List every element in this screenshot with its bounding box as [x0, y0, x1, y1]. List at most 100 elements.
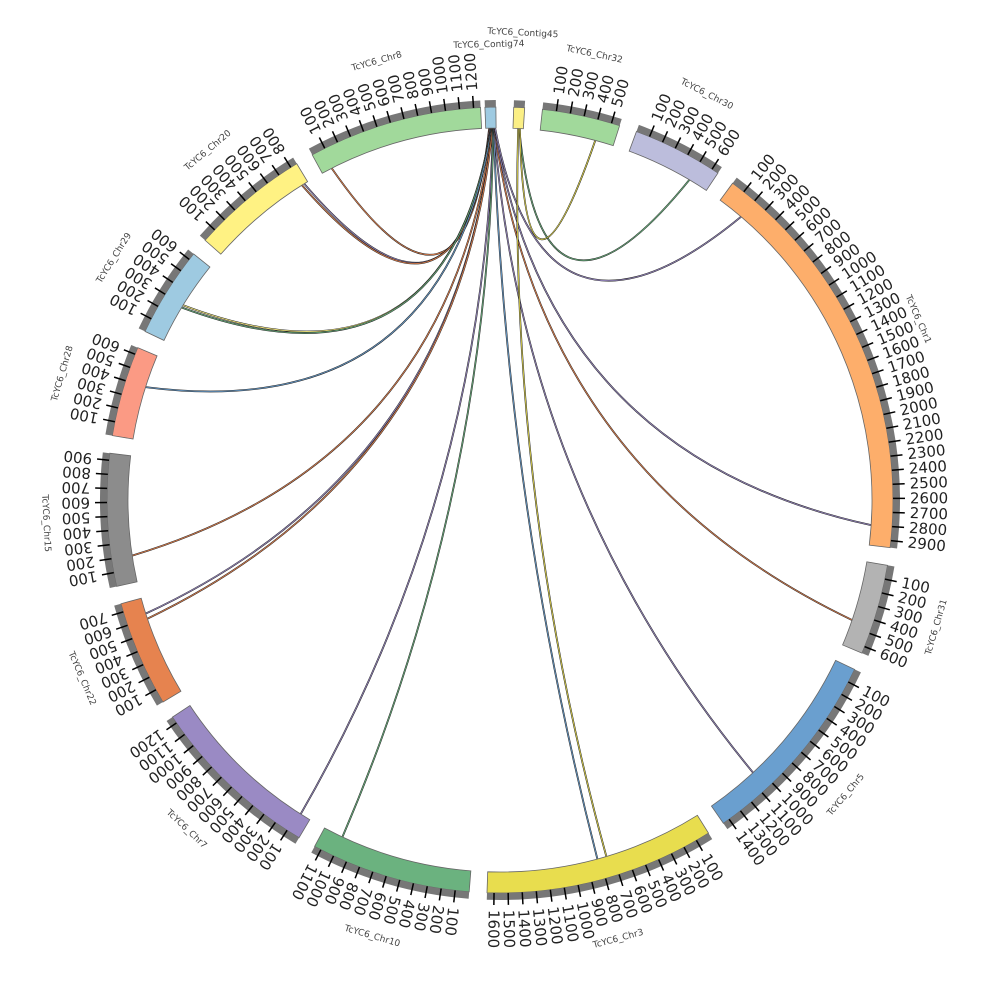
- tick-label: 2300: [906, 441, 946, 463]
- tick-mark: [583, 104, 588, 117]
- ideogram-band: [204, 163, 309, 255]
- tick-mark: [761, 792, 771, 803]
- link-ribbon: [181, 128, 492, 334]
- link-TcYC6_Contig74-TcYC6_Chr1: [494, 127, 742, 282]
- ideogram-layer: TcYC6_Contig74TcYC6_Contig45100200300400…: [39, 27, 950, 951]
- tick-label: 2400: [908, 457, 947, 478]
- scale-band: [486, 833, 713, 900]
- tick-mark: [820, 265, 832, 275]
- link-ribbon: [493, 128, 754, 773]
- chromosome-label: TcYC6_Chr31: [924, 598, 950, 657]
- tick-mark: [283, 156, 292, 168]
- tick-mark: [784, 221, 795, 231]
- link-TcYC6_Contig45-TcYC6_Chr30: [518, 128, 691, 262]
- tick-mark: [147, 299, 159, 308]
- link-TcYC6_Contig74-TcYC6_Chr5: [493, 127, 754, 774]
- tick-mark: [699, 151, 707, 163]
- tick-mark: [631, 869, 638, 882]
- tick-label: 700: [61, 478, 90, 497]
- ideogram-band: [486, 814, 710, 894]
- ideogram-band: [120, 597, 182, 703]
- tick-label: 2700: [910, 504, 949, 523]
- tick-label: 200: [65, 552, 96, 574]
- tick-mark: [809, 740, 821, 750]
- tick-mark: [791, 762, 802, 772]
- tick-mark: [856, 328, 868, 336]
- tick-mark: [849, 315, 862, 323]
- tick-mark: [890, 539, 903, 543]
- link-ribbon: [494, 127, 742, 282]
- tick-mark: [764, 200, 774, 211]
- tick-mark: [233, 795, 243, 806]
- tick-mark: [657, 859, 665, 871]
- ideogram-band: [539, 108, 621, 147]
- tick-label: 500: [61, 508, 90, 527]
- chromosome-label: TcYC6_Chr32: [564, 44, 623, 66]
- tick-mark: [202, 766, 213, 776]
- chromosome-TcYC6_Contig74: TcYC6_Contig74: [452, 39, 525, 129]
- tick-label: 100: [550, 65, 572, 96]
- tick-mark: [248, 181, 257, 193]
- link-ribbon: [145, 128, 492, 392]
- tick-mark: [794, 231, 805, 241]
- tick-mark: [661, 130, 669, 143]
- tick-label: 100: [900, 574, 932, 597]
- tick-mark: [869, 632, 882, 639]
- tick-mark: [443, 98, 447, 111]
- link-TcYC6_Contig74-TcYC6_Chr31: [493, 127, 853, 621]
- tick-mark: [179, 251, 190, 261]
- tick-mark: [563, 887, 567, 900]
- tick-mark: [162, 275, 174, 283]
- tick-label: 800: [62, 462, 92, 482]
- link-ribbon: [147, 128, 494, 620]
- tick-mark: [95, 515, 108, 518]
- tick-mark: [192, 755, 203, 765]
- tick-mark: [878, 605, 891, 611]
- tick-mark: [424, 886, 428, 899]
- tick-label: 900: [415, 66, 438, 97]
- tick-mark: [96, 529, 109, 533]
- tick-mark: [881, 592, 894, 597]
- tick-mark: [774, 210, 785, 221]
- tick-label: 2500: [909, 473, 948, 493]
- tick-mark: [428, 101, 433, 114]
- tick-mark: [381, 875, 387, 888]
- tick-mark: [113, 376, 126, 382]
- link-TcYC6_Contig74-TcYC6_Chr15: [131, 127, 493, 557]
- tick-mark: [314, 849, 322, 861]
- tick-label: 1600: [484, 910, 503, 948]
- tick-mark: [754, 191, 764, 202]
- scale-band: [311, 846, 470, 899]
- tick-label: 200: [565, 67, 588, 98]
- tick-mark: [95, 472, 108, 476]
- tick-mark: [888, 439, 901, 443]
- tick-mark: [341, 861, 348, 874]
- tick-mark: [812, 254, 823, 263]
- link-ribbon: [516, 128, 607, 857]
- tick-mark: [97, 543, 110, 547]
- tick-label: 1300: [529, 907, 550, 947]
- chromosome-label: TcYC6_Contig45: [486, 27, 559, 41]
- tick-mark: [120, 637, 133, 644]
- tick-mark: [841, 693, 853, 701]
- tick-mark: [115, 624, 128, 630]
- chromosome-TcYC6_Chr8: 100200300400500600700800900100011001200T…: [296, 50, 483, 174]
- tick-mark: [118, 362, 131, 369]
- tick-mark: [267, 822, 276, 833]
- tick-label: 1500: [500, 910, 519, 949]
- chromosome-label: TcYC6_Chr3: [591, 928, 645, 951]
- chromosome-TcYC6_Contig45: TcYC6_Contig45: [486, 27, 559, 130]
- tick-mark: [818, 729, 829, 738]
- link-TcYC6_Contig74-TcYC6_Chr10: [341, 128, 495, 838]
- scale-band: [114, 603, 163, 706]
- tick-mark: [145, 689, 157, 697]
- tick-label: 300: [63, 538, 94, 559]
- link-ribbon: [132, 128, 493, 556]
- tick-label: 400: [62, 523, 92, 543]
- tick-mark: [711, 158, 720, 170]
- tick-mark: [395, 879, 401, 892]
- tick-mark: [555, 99, 559, 112]
